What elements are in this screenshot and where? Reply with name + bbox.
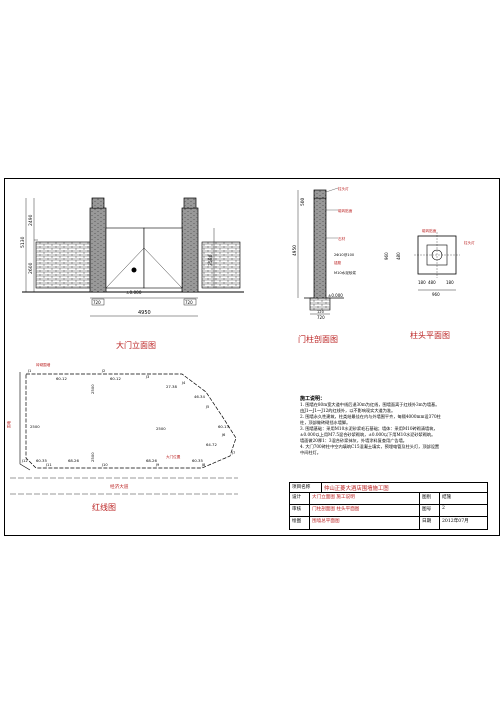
point-j10: J10 [101, 463, 108, 467]
plan-dim-bottom-a: 180 [418, 280, 426, 285]
notes-heading: 施工说明： [300, 396, 326, 402]
notes-line: 4. 大门700砖柱中空内填筑C15混凝土填实，预埋电管及柱头灯，顶部设置 [300, 444, 440, 449]
dim-mid-2: 2500 [90, 452, 95, 462]
section-note-tile: 磁砖贴面 [338, 208, 353, 213]
dim-south-4: 60.35 [192, 458, 203, 463]
red-line-title: 红线图 [92, 503, 116, 512]
drawing-frame [4, 178, 500, 536]
dim-east-3: 64.72 [206, 442, 217, 447]
section-note-stone: 石材 [338, 236, 346, 241]
notes-line: 3. 围墙基础：采用M10水泥砂浆毛石基础；墙体：采用M10砖砌清墙筑， [300, 426, 438, 431]
dim-gate: 2500 [156, 426, 166, 431]
plan-dim-bottom-c: 180 [446, 280, 454, 285]
gate-total-height: 5130 [20, 236, 26, 248]
gate-lower-height: 2600 [28, 262, 34, 274]
dim-south-1: 60.35 [36, 458, 47, 463]
notes-line: ±0.000以上用M7.5混合砂浆砌筑，±0.000以下用M10水泥砂浆砌筑。 [300, 432, 436, 437]
point-j5: J5 [205, 405, 209, 409]
date-label: 日期 [420, 517, 440, 529]
section-note-lamp: 柱头灯 [338, 186, 349, 191]
gate-height: 3580 [208, 254, 214, 266]
dim-north-3: 27.38 [166, 384, 177, 389]
dim-north-2: 60.12 [110, 376, 121, 381]
gate-width: 4950 [138, 310, 151, 316]
dim-north-1: 60.12 [56, 376, 67, 381]
gate-elevation-title: 大门立面图 [116, 341, 156, 350]
section-note-anchor: 锚筋 [334, 260, 342, 265]
role-review: 审核 [290, 505, 310, 517]
content-drafting: 围墙总平面图 [310, 517, 420, 529]
point-j3: J3 [145, 375, 149, 379]
content-review: 门柱剖面图 柱头平面图 [310, 505, 420, 517]
section-base-width: 720 [317, 315, 325, 320]
notes-line: 墙面做20厚1：3混合砂浆抹灰，外墙涂料复查用广告墙。 [300, 438, 407, 443]
role-design: 设计 [290, 493, 310, 505]
section-height-main: 4950 [292, 245, 298, 256]
point-j1: J1 [27, 369, 31, 373]
notes-line: 由J1～J1～J12的红线外，以不影响现实大道为准。 [300, 408, 396, 413]
plan-dim-bottom-total: 960 [432, 292, 440, 297]
plan-note-tile: 磁砖贴面 [422, 228, 437, 233]
title-block: 项目名称 仲山正菱大酒店围墙施工图 设计 大门立面图 施工说明 图别 结施 审核… [289, 482, 488, 530]
notes-line: 中间柱灯。 [300, 450, 321, 455]
point-j11: J11 [45, 463, 52, 467]
dim-south-2: 68.26 [68, 458, 79, 463]
point-j2: J2 [101, 369, 105, 373]
plan-dim-bottom-b: 480 [428, 280, 436, 285]
wall-note: 砖砌围墙 [36, 362, 51, 367]
ground-level: ±0.000 [126, 290, 142, 295]
section-note-rebar: 2Φ10@100 [334, 253, 355, 257]
content-design: 大门立面图 施工说明 [310, 493, 420, 505]
project-label: 项目名称 [290, 483, 322, 493]
plan-note-lamp: 柱头灯 [464, 240, 475, 245]
section-note-mortar: M10水泥砂浆 [334, 270, 356, 275]
plan-dim-left-inner: 480 [396, 252, 401, 260]
pier-width-right: 720 [185, 300, 193, 305]
sheet-number-label: 图号 [420, 505, 440, 517]
sheet-type-label: 图别 [420, 493, 440, 505]
red-line-site-plan: 经济大道 砖砌围墙 大门位置 围墙 J1 J2 J3 J4 J5 J6 J7 J… [6, 362, 238, 495]
column-plan-drawing: 磁砖贴面 柱头灯 960 480 180 480 180 960 [384, 228, 475, 297]
role-drafting: 绘图 [290, 517, 310, 529]
point-j8: J8 [201, 463, 206, 467]
column-plan-title: 柱头平面图 [410, 331, 450, 340]
point-j12: J12 [21, 459, 28, 463]
dim-east-2: 46.34 [194, 394, 205, 399]
plan-dim-left-outer: 960 [384, 252, 389, 260]
west-note: 围墙 [6, 420, 11, 428]
point-j9: J9 [155, 463, 160, 467]
point-j6: J6 [221, 433, 226, 437]
notes-line: 柱，顶部做砖砌挡水墙脚。 [300, 420, 351, 425]
section-base-offset: 120 [317, 310, 325, 314]
dim-south-3: 68.26 [146, 458, 157, 463]
column-section-drawing: 4950 500 ±0.000 柱头灯 磁砖贴面 石材 2Φ10@100 锚筋 … [292, 186, 356, 320]
dim-west: 2500 [30, 424, 40, 429]
point-j7: J7 [231, 451, 235, 455]
pier-width-left: 720 [93, 300, 101, 305]
project-name: 仲山正菱大酒店围墙施工图 [322, 483, 487, 493]
section-ground: ±0.000 [328, 293, 343, 298]
column-section-title: 门柱剖面图 [298, 335, 338, 344]
dim-mid-1: 2500 [90, 384, 95, 394]
sheet-number-value: 2 [440, 505, 487, 517]
gate-elevation-drawing: 5130 2490 2600 3580 ±0.000 720 720 4950 [20, 197, 244, 317]
sheet-type-value: 结施 [440, 493, 487, 505]
section-height-top: 500 [300, 198, 306, 206]
notes-line: 1. 围墙在80m宽大道中线后退30m为红线，围墙面离于红线外3m为墙基。 [300, 402, 440, 407]
dim-east-1: 60.13 [218, 424, 229, 429]
gate-note: 大门位置 [166, 454, 181, 459]
date-value: 2012年07月 [442, 519, 469, 524]
construction-notes: 施工说明： 1. 围墙在80m宽大道中线后退30m为红线，围墙面离于红线外3m为… [300, 396, 490, 456]
notes-line: 2. 围墙永久性建筑，柱类结最佳在内与外墙围平齐，每隔4000mm设370柱 [300, 414, 441, 419]
south-road-label: 经济大道 [110, 483, 129, 490]
gate-upper-height: 2490 [28, 214, 34, 226]
point-j4: J4 [181, 381, 186, 385]
